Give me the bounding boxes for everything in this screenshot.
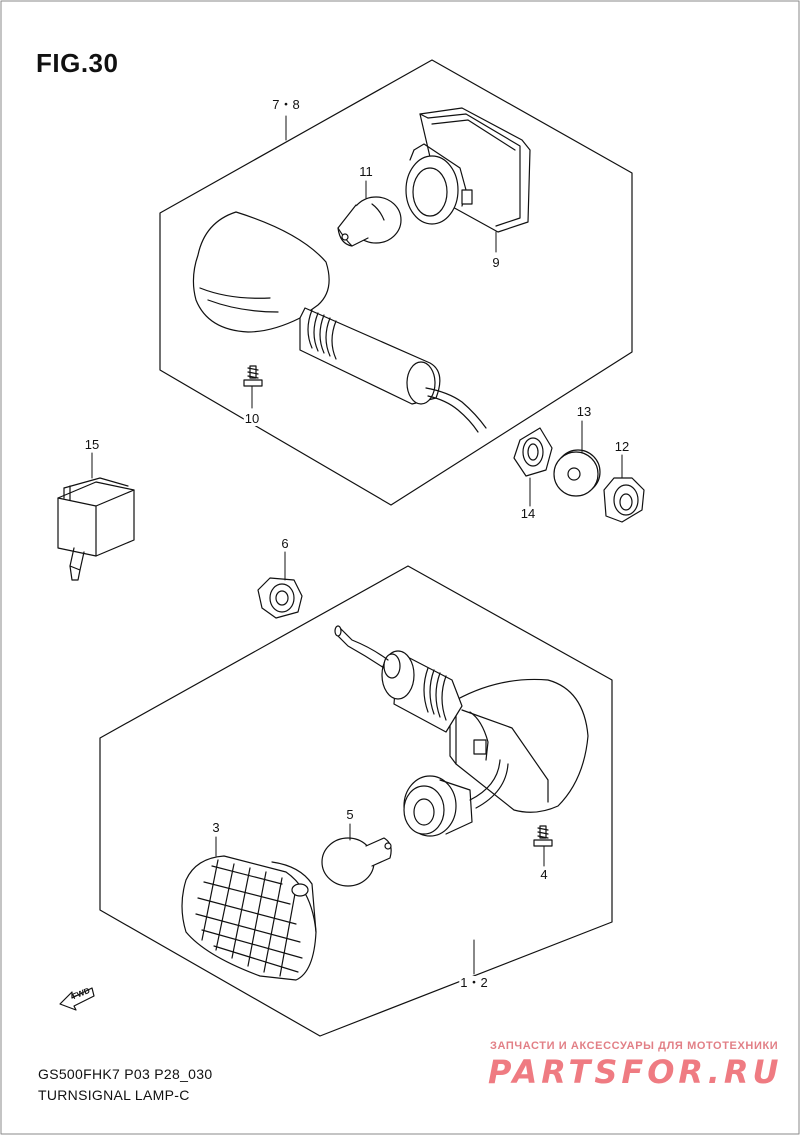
callout-13: 13: [575, 404, 593, 419]
callout-12: 12: [613, 439, 631, 454]
callout-9: 9: [491, 255, 501, 270]
forward-arrow: [59, 987, 95, 1011]
upper-lamp-housing: [192, 211, 487, 433]
watermark-logo: PARTSFOR.RU: [488, 1053, 783, 1091]
callout-6: 6: [280, 536, 290, 551]
lower-screw: [533, 825, 553, 847]
nut-14: [513, 427, 553, 477]
leader-lines: [91, 115, 623, 975]
upper-bulb: [337, 196, 402, 247]
callout-1-2: 1・2: [459, 975, 489, 990]
lower-lens: [181, 855, 317, 981]
nut-12: [603, 477, 645, 523]
diagram-description: TURNSIGNAL LAMP-C: [38, 1087, 190, 1103]
washer-13: [553, 449, 601, 497]
callout-4: 4: [539, 867, 549, 882]
upper-lens: [405, 107, 531, 233]
lower-socket: [403, 775, 473, 837]
upper-assembly-outline: [159, 59, 633, 506]
callout-7-8: 7・8: [271, 97, 301, 112]
callout-10: 10: [243, 411, 261, 426]
figure-title: FIG.30: [36, 48, 119, 78]
callout-11: 11: [358, 164, 374, 179]
watermark-tagline: ЗАПЧАСТИ И АКСЕССУАРЫ ДЛЯ МОТОТЕХНИКИ: [490, 1040, 779, 1052]
lower-bulb: [321, 837, 392, 887]
model-code: GS500FHK7 P03 P28_030: [38, 1066, 213, 1082]
upper-screw: [243, 365, 263, 387]
callout-14: 14: [519, 506, 537, 521]
lower-lamp-housing: [334, 625, 589, 813]
grommet-6: [257, 577, 303, 619]
relay-15: [57, 477, 135, 581]
callout-15: 15: [83, 437, 101, 452]
lower-assembly-outline: [99, 565, 613, 1037]
callout-3: 3: [211, 820, 221, 835]
callout-5: 5: [345, 807, 355, 822]
